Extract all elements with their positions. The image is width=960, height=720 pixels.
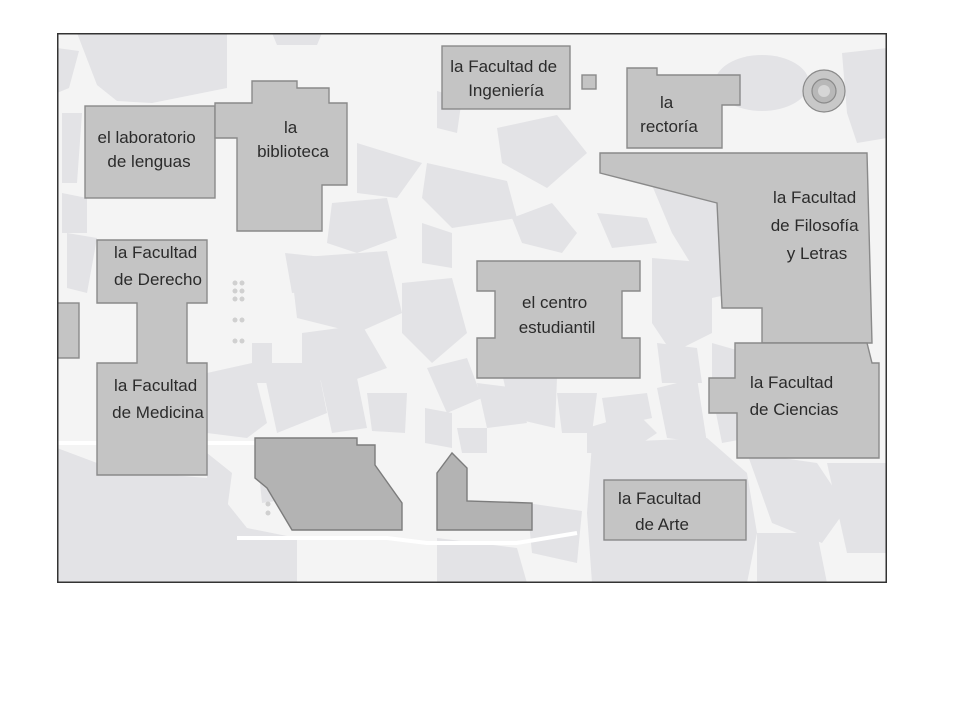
- label-philosophy[interactable]: la Facultad de Filosofía y Letras: [771, 188, 864, 263]
- building-unlabeled-edge: [57, 302, 80, 359]
- building-student-center[interactable]: [476, 260, 641, 379]
- building-sciences[interactable]: [708, 342, 880, 459]
- label-engineering[interactable]: la Facultad de Ingeniería: [450, 57, 562, 100]
- building-philosophy[interactable]: [599, 152, 873, 344]
- building-rectory[interactable]: [626, 67, 741, 149]
- fountain-icon: [802, 69, 846, 113]
- label-language-lab[interactable]: el laboratorio de lenguas: [97, 128, 200, 171]
- label-art[interactable]: la Facultad de Arte: [618, 489, 706, 534]
- label-sciences[interactable]: la Facultad de Ciencias: [750, 373, 839, 419]
- building-art[interactable]: [603, 479, 747, 541]
- label-student-center[interactable]: el centro estudiantil: [519, 293, 596, 337]
- building-unlabeled-center: [436, 451, 533, 531]
- bench-markers: [232, 280, 271, 516]
- building-engineering[interactable]: [441, 45, 597, 110]
- label-law[interactable]: la Facultad de Derecho: [114, 243, 202, 289]
- map-frame: [57, 33, 887, 583]
- building-unlabeled-west: [254, 437, 403, 531]
- label-medicine[interactable]: la Facultad de Medicina: [112, 376, 204, 422]
- building-library[interactable]: [214, 80, 348, 232]
- building-law[interactable]: [96, 239, 208, 476]
- label-rectory[interactable]: la rectoría: [640, 93, 698, 136]
- label-library[interactable]: la biblioteca: [257, 118, 329, 161]
- building-language-lab[interactable]: [84, 105, 216, 199]
- building-labels: la Facultad de Ingeniería la rectoría el…: [97, 57, 864, 534]
- campus-map: la Facultad de Ingeniería la rectoría el…: [57, 33, 887, 583]
